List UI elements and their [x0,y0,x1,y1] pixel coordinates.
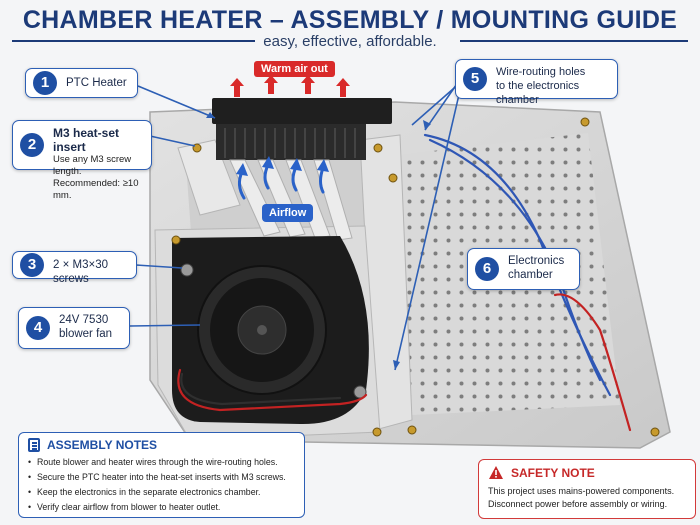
safety-note-heading: SAFETY NOTE [488,465,686,480]
callout-ptc-heater: 1 PTC Heater [25,68,138,98]
blower-fan [172,236,369,425]
assembly-notes-heading: ASSEMBLY NOTES [28,438,295,452]
clipboard-icon [28,438,40,452]
airflow-label: Airflow [262,204,314,222]
callout-electronics-chamber: 6 Electronics chamber [467,248,580,290]
list-item: Keep the electronics in the separate ele… [28,485,295,500]
callout-title-line2: blower fan [59,328,113,340]
subtitle-text: easy, effective, affordable. [255,33,445,50]
warm-air-arrows [230,75,350,97]
page-subtitle: easy, effective, affordable. [0,33,700,50]
callout-number: 3 [20,253,44,277]
safety-line: This project uses mains-powered componen… [488,486,675,496]
warning-icon [489,466,503,479]
list-item: Verify clear airflow from blower to heat… [28,500,295,515]
callout-number: 2 [20,133,44,157]
callout-blower-fan: 4 24V 7530 blower fan [18,307,130,349]
callout-number: 6 [475,257,499,281]
ptc-heater [212,98,392,160]
safety-note-panel: SAFETY NOTE This project uses mains-powe… [478,459,696,519]
callout-m3-screws: 3 2 × M3×30 screws [12,251,137,285]
title-rule-left [12,40,277,42]
page-title: CHAMBER HEATER – ASSEMBLY / MOUNTING GUI… [22,6,678,34]
callout-title: Electronics [508,255,565,267]
callout-title-line2: to the electronics chamber [496,80,580,106]
safety-line: Disconnect power before assembly or wiri… [488,499,668,509]
warm-air-label: Warm air out [254,61,335,77]
callout-title: Wire-routing holes [496,66,586,78]
safety-note-title: SAFETY NOTE [511,465,595,480]
callout-heat-set-insert: 2 M3 heat-set insert Use any M3 screw le… [12,120,152,201]
callout-title: 24V 7530 [59,314,109,326]
callout-title-line2: chamber [508,269,553,281]
callout-line: Use any M3 screw length. [53,154,132,177]
callout-wire-routing-holes: 5 Wire-routing holes to the electronics … [455,59,618,106]
callout-line: Recommended: ≥10 mm. [53,178,139,201]
title-rule-right [460,40,688,42]
callout-number: 1 [33,71,57,95]
callout-title: PTC Heater [66,77,127,89]
list-item: Secure the PTC heater into the heat-set … [28,470,295,485]
assembly-notes-panel: ASSEMBLY NOTES Route blower and heater w… [18,432,305,518]
callout-number: 4 [26,316,50,340]
callout-title: 2 × M3×30 screws [53,259,108,285]
heat-set-inserts [171,117,660,437]
callout-number: 5 [463,67,487,91]
list-item: Route blower and heater wires through th… [28,455,295,470]
assembly-notes-list: Route blower and heater wires through th… [28,455,295,515]
callout-title: M3 heat-set insert [53,126,120,154]
assembly-notes-title: ASSEMBLY NOTES [47,438,158,452]
